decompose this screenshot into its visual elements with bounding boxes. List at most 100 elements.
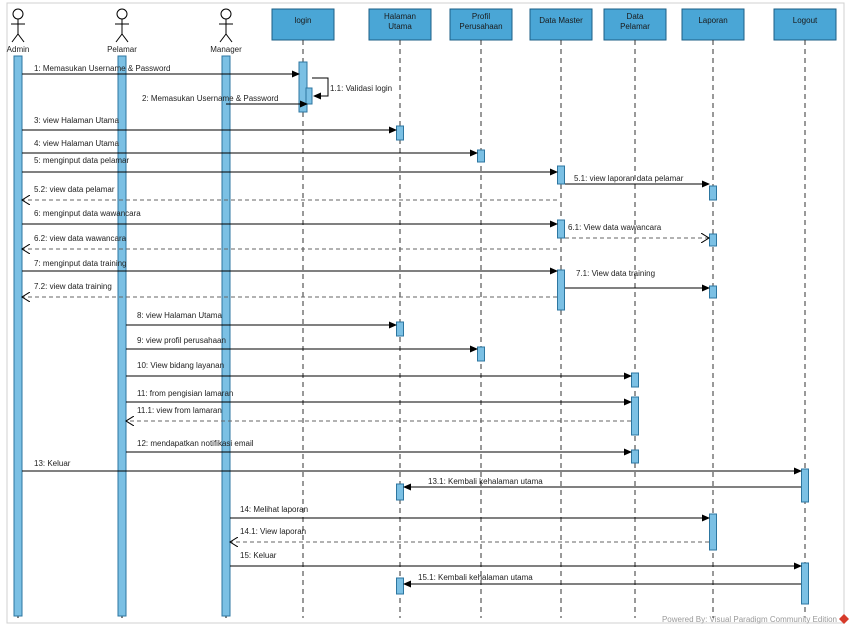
message-label: 5.2: view data pelamar [34, 185, 115, 194]
activation-bar [631, 372, 639, 388]
message-19: 11.1: view from lamaran [126, 406, 631, 421]
activation-bar [557, 165, 565, 185]
message-15: 8: view Halaman Utama [126, 311, 397, 329]
message-7: 5.1: view laporan data pelamar [565, 174, 710, 188]
activation-bar [117, 55, 127, 617]
activation-bar [709, 233, 717, 247]
box-label-logout: Logout [793, 16, 818, 25]
message-23: 14: Melihat laporan [230, 505, 710, 522]
activation-bar [13, 55, 23, 617]
activation-bar [298, 61, 308, 113]
box-label-profil: Perusahaan [459, 22, 502, 31]
actor-label-admin: Admin [7, 45, 30, 54]
box-profil [449, 8, 513, 41]
message-label: 7: menginput data training [34, 259, 127, 268]
message-label: 4: view Halaman Utama [34, 139, 119, 148]
message-25: 15: Keluar [230, 551, 802, 570]
message-4: 3: view Halaman Utama [22, 116, 397, 134]
activation-bar [631, 396, 639, 436]
message-label: 13.1: Kembali kehalaman utama [428, 477, 543, 486]
message-label: 9: view profil perusahaan [137, 336, 226, 345]
message-16: 9: view profil perusahaan [126, 336, 478, 353]
actor-label-manager: Manager [210, 45, 242, 54]
message-label: 2: Memasukan Username & Password [142, 94, 279, 103]
box-login [271, 8, 335, 41]
box-label-laporan: Laporan [698, 16, 727, 25]
message-8: 5.2: view data pelamar [22, 185, 557, 200]
message-26: 15.1: Kembali kehalaman utama [403, 573, 801, 588]
actor-head-icon [12, 8, 24, 20]
message-2: 1.1: Validasi login [312, 77, 392, 100]
activation-bar [396, 577, 404, 595]
actor-head-icon [220, 8, 232, 20]
activation-bar [396, 483, 404, 501]
box-laporan [681, 8, 745, 41]
box-datapelamar [603, 8, 667, 41]
actor-leg-left [219, 33, 227, 43]
self-message-arrow [312, 77, 329, 100]
activation-bar [396, 125, 404, 141]
message-label: 6.2: view data wawancara [34, 234, 127, 243]
diagram-frame [6, 2, 845, 624]
message-label: 8: view Halaman Utama [137, 311, 222, 320]
activation-bar [221, 55, 231, 617]
message-13: 7.1: View data training [565, 269, 710, 292]
actor-leg-left [11, 33, 19, 43]
box-label-datapelamar: Pelamar [620, 22, 650, 31]
activation-bar [305, 87, 313, 105]
message-3: 2: Memasukan Username & Password [142, 94, 308, 108]
message-label: 6: menginput data wawancara [34, 209, 141, 218]
activation-bar [557, 219, 565, 239]
actor-leg-right [121, 33, 129, 43]
activation-bar [709, 513, 717, 551]
lifeline-box-login: login [271, 8, 335, 618]
box-label-halaman: Utama [388, 22, 412, 31]
activation-bar [801, 562, 809, 605]
message-label: 12: mendapatkan notifikasi email [137, 439, 254, 448]
message-label: 14.1: View laporan [240, 527, 306, 536]
message-label: 6.1: View data wawancara [568, 223, 662, 232]
activation-bar [631, 449, 639, 464]
actor-leg-right [225, 33, 233, 43]
box-label-datamaster: Data Master [539, 16, 583, 25]
message-label: 14: Melihat laporan [240, 505, 308, 514]
message-label: 3: view Halaman Utama [34, 116, 119, 125]
activation-bar [801, 468, 809, 503]
message-label: 15.1: Kembali kehalaman utama [418, 573, 533, 582]
message-20: 12: mendapatkan notifikasi email [126, 439, 632, 456]
message-11: 6.2: view data wawancara [22, 234, 557, 249]
message-label: 5.1: view laporan data pelamar [574, 174, 684, 183]
box-label-login: login [295, 16, 312, 25]
activation-bar [709, 285, 717, 299]
message-18: 11: from pengisian lamaran [126, 389, 632, 406]
message-5: 4: view Halaman Utama [22, 139, 478, 157]
actor-label-pelamar: Pelamar [107, 45, 137, 54]
activation-bar [477, 149, 485, 163]
visual-paradigm-logo-icon [839, 614, 849, 624]
lifeline-box-logout: Logout [773, 8, 837, 618]
activation-bar [477, 346, 485, 362]
message-6: 5: menginput data pelamar [22, 156, 558, 176]
message-label: 11.1: view from lamaran [137, 406, 222, 415]
message-9: 6: menginput data wawancara [22, 209, 558, 228]
message-label: 7.1: View data training [576, 269, 655, 278]
message-24: 14.1: View laporan [230, 527, 709, 542]
activation-bar [396, 321, 404, 337]
message-22: 13.1: Kembali kehalaman utama [403, 477, 801, 491]
footer-powered-by: Powered By: Visual Paradigm Community Ed… [661, 615, 837, 624]
lifeline-box-datamaster: Data Master [529, 8, 593, 618]
message-14: 7.2: view data training [22, 282, 557, 297]
message-label: 7.2: view data training [34, 282, 112, 291]
message-12: 7: menginput data training [22, 259, 558, 275]
message-17: 10: View bidang layanan [126, 361, 632, 380]
message-label: 1: Memasukan Username & Password [34, 64, 171, 73]
message-1: 1: Memasukan Username & Password [22, 64, 300, 78]
message-21: 13: Keluar [22, 459, 802, 475]
actor-leg-left [115, 33, 123, 43]
activation-bar [557, 269, 565, 311]
box-label-halaman: Halaman [384, 12, 416, 21]
